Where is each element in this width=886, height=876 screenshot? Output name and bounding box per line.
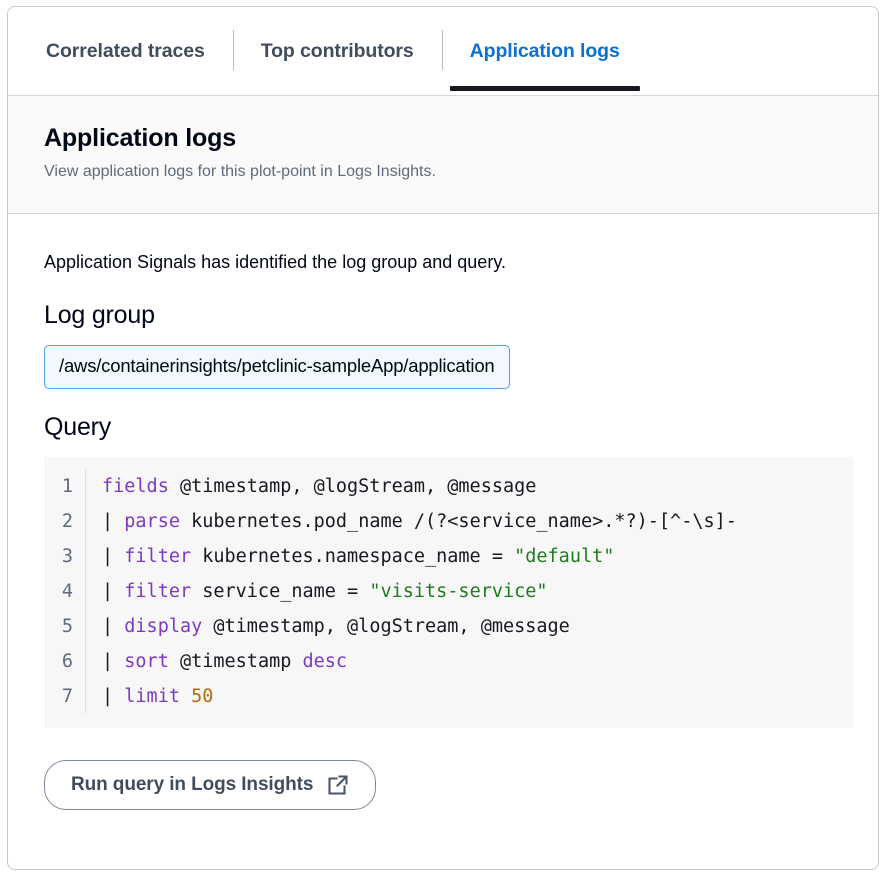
tab-label: Correlated traces	[46, 39, 205, 62]
code-line: fields @timestamp, @logStream, @message	[102, 469, 853, 504]
code-string: "visits-service"	[369, 581, 548, 603]
code-string: "default"	[514, 546, 615, 568]
tab-label: Top contributors	[260, 39, 414, 62]
line-number: 7	[61, 686, 73, 708]
code-line: | parse kubernetes.pod_name /(?<service_…	[102, 504, 853, 539]
code-line: | sort @timestamp desc	[102, 644, 853, 679]
code-pipe: |	[102, 511, 125, 533]
external-link-icon	[327, 774, 349, 796]
line-number: 2	[61, 511, 73, 533]
tab-bar: Correlated traces Top contributors Appli…	[8, 7, 878, 96]
line-number: 3	[61, 546, 73, 568]
line-number: 4	[61, 581, 73, 603]
code-text: kubernetes.pod_name /(?<service_name>.*?…	[179, 511, 737, 533]
tab-application-logs[interactable]: Application logs	[441, 7, 648, 95]
line-number: 6	[61, 651, 73, 673]
code-text: @timestamp, @logStream, @message	[168, 476, 537, 498]
line-number: 5	[61, 616, 73, 638]
panel-body: Application Signals has identified the l…	[8, 214, 878, 811]
tab-correlated-traces[interactable]: Correlated traces	[18, 7, 233, 95]
code-pipe: |	[102, 546, 125, 568]
code-keyword: fields	[102, 476, 169, 498]
code-number: 50	[191, 686, 214, 708]
query-code-block[interactable]: 1 2 3 4 5 6 7 fields @timestamp, @logStr…	[44, 457, 853, 729]
log-group-chip[interactable]: /aws/containerinsights/petclinic-sampleA…	[44, 345, 510, 389]
code-line: | filter service_name = "visits-service"	[102, 574, 853, 609]
query-heading: Query	[44, 412, 112, 441]
page-title: Application logs	[44, 124, 237, 152]
page-description: View application logs for this plot-poin…	[44, 163, 436, 180]
intro-text: Application Signals has identified the l…	[44, 252, 506, 273]
code-pipe: |	[102, 581, 125, 603]
tab-top-contributors[interactable]: Top contributors	[232, 7, 442, 95]
run-query-button-label: Run query in Logs Insights	[71, 774, 314, 796]
code-keyword-2: desc	[302, 651, 348, 673]
tab-label: Application logs	[469, 39, 620, 62]
code-text: @timestamp	[168, 651, 303, 673]
code-pipe: |	[102, 616, 125, 638]
code-keyword: sort	[124, 651, 169, 673]
code-line: | filter kubernetes.namespace_name = "de…	[102, 539, 853, 574]
code-pipe: |	[102, 686, 125, 708]
run-query-button[interactable]: Run query in Logs Insights	[44, 760, 377, 811]
code-text: @timestamp, @logStream, @message	[202, 616, 570, 638]
code-keyword: limit	[124, 686, 180, 708]
code-keyword: filter	[124, 546, 192, 568]
code-text: service_name =	[191, 581, 370, 603]
application-logs-panel: Correlated traces Top contributors Appli…	[7, 6, 879, 870]
line-number: 1	[61, 476, 73, 498]
code-text	[180, 686, 191, 707]
line-number-gutter: 1 2 3 4 5 6 7	[44, 469, 86, 715]
footer-actions: Run query in Logs Insights	[36, 728, 842, 811]
code-keyword: filter	[124, 581, 192, 603]
panel-header: Application logs View application logs f…	[8, 96, 878, 215]
code-text: kubernetes.namespace_name =	[191, 546, 515, 568]
code-lines: fields @timestamp, @logStream, @message …	[86, 469, 853, 714]
code-keyword: display	[124, 616, 203, 638]
log-group-heading: Log group	[44, 300, 155, 329]
code-keyword: parse	[124, 511, 180, 533]
code-line: | display @timestamp, @logStream, @messa…	[102, 609, 853, 644]
code-line: | limit 50	[102, 679, 853, 714]
code-pipe: |	[102, 651, 125, 673]
